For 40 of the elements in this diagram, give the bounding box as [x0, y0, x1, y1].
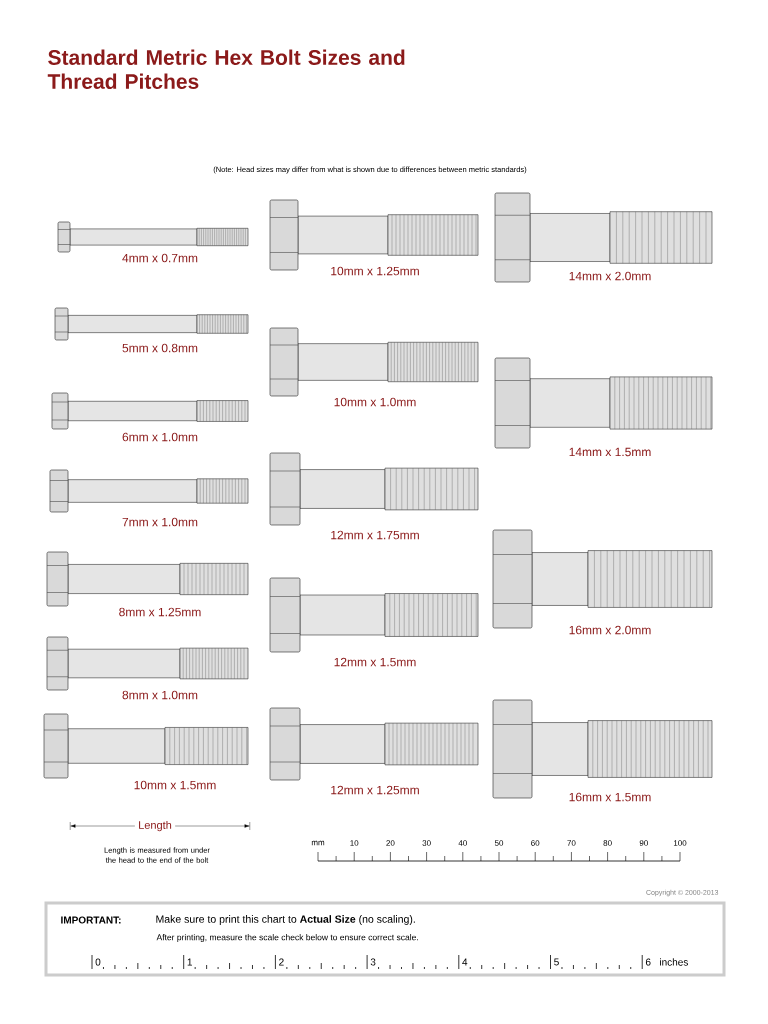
tick-label: 2	[279, 958, 284, 966]
tick-label: 10	[350, 840, 359, 846]
size-label: 10mm x 1.25mm	[331, 266, 419, 276]
tick-label: 1	[187, 958, 192, 966]
size-label: 8mm x 1.25mm	[119, 607, 201, 617]
tick-label: 30	[422, 840, 431, 846]
tick-label: 80	[603, 840, 612, 846]
tick-label: 20	[386, 840, 395, 846]
size-label: 7mm x 1.0mm	[122, 517, 198, 527]
title: Standard Metric Hex Bolt Sizes and Thread Pitches	[47, 49, 405, 89]
size-label: 16mm x 2.0mm	[569, 625, 651, 635]
tick-label: 6	[645, 958, 651, 966]
size-label: 12mm x 1.75mm	[331, 530, 419, 540]
tick-label: 40	[458, 840, 467, 846]
tick-label: 50	[494, 840, 504, 846]
size-label: 12mm x 1.5mm	[334, 657, 416, 667]
tick-label: 100	[673, 840, 687, 846]
size-label: 4mm x 0.7mm	[122, 253, 198, 263]
size-label: 10mm x 1.5mm	[134, 780, 216, 790]
notice-text: Make sure to print this chart to Actual Size (no scaling).	[156, 915, 415, 925]
notice-text: After printing, measure the scale check below to ensure correct scale.	[156, 934, 418, 942]
tick-label: 3	[370, 958, 376, 966]
tick-label: 4	[462, 958, 468, 966]
tick-label: 60	[531, 840, 540, 846]
tick-label: 70	[567, 840, 576, 846]
size-label: 6mm x 1.0mm	[122, 432, 198, 442]
unit-label: mm	[311, 840, 325, 846]
tick-label: 5	[554, 958, 559, 966]
dimension-label: Length	[134, 817, 176, 835]
size-label: 14mm x 2.0mm	[569, 271, 651, 281]
size-label: 12mm x 1.25mm	[331, 785, 419, 795]
tick-label: 90	[639, 840, 648, 846]
tick-label: 0	[95, 958, 101, 966]
notice-heading: IMPORTANT:	[61, 916, 121, 924]
size-label: 14mm x 1.5mm	[569, 447, 651, 457]
unit-label: inches	[660, 958, 688, 966]
size-label: 8mm x 1.0mm	[122, 690, 198, 700]
size-label: 10mm x 1.0mm	[334, 397, 416, 407]
size-label: 16mm x 1.5mm	[569, 792, 651, 802]
size-label: 5mm x 0.8mm	[122, 343, 198, 353]
